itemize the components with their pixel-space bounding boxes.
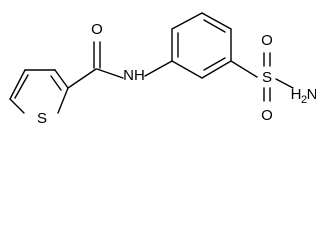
oxygen-sulfonyl-bottom-label: O <box>261 107 273 124</box>
thiophene-bond-1 <box>9 69 26 100</box>
benzene-to-sulfonyl-bond <box>230 60 258 78</box>
thiophene-bond-1-inner <box>14 74 29 99</box>
sulfonyl-to-amine-bond <box>275 78 294 89</box>
thiophene-bond-3 <box>54 69 69 89</box>
thiophene-bond-5 <box>9 98 25 114</box>
thiophene-bond-4 <box>57 87 69 114</box>
oxygen-sulfonyl-top-label: O <box>261 32 273 49</box>
nitrogen-amide-label: NH <box>123 67 145 84</box>
benzene-bond-6 <box>171 60 203 79</box>
amine-subscript-label: 2 <box>301 94 307 106</box>
thiophene-bond-3-inner <box>50 75 62 91</box>
sulfur-thiophene-label: S <box>37 110 47 127</box>
sulfur-sulfonamide-label: S <box>262 69 272 86</box>
thiophene-to-carbonyl-bond <box>67 68 97 89</box>
benzene-bond-3 <box>201 12 232 30</box>
amine-n-label: N <box>307 86 316 103</box>
chemical-structure-canvas: O NH S S O O H 2 N <box>9 12 316 127</box>
oxygen-carbonyl-label: O <box>91 21 103 38</box>
benzene-bond-5 <box>201 60 232 79</box>
molecule-diagram: O NH S S O O H 2 N <box>9 12 316 127</box>
carbonyl-to-nitrogen-bond <box>96 68 124 79</box>
amine-h-label: H <box>291 86 302 103</box>
benzene-bond-3-inner <box>203 19 226 33</box>
benzene-bond-5-inner <box>203 57 226 71</box>
nitrogen-to-benzene-bond <box>144 60 173 77</box>
benzene-bond-2 <box>171 12 203 30</box>
